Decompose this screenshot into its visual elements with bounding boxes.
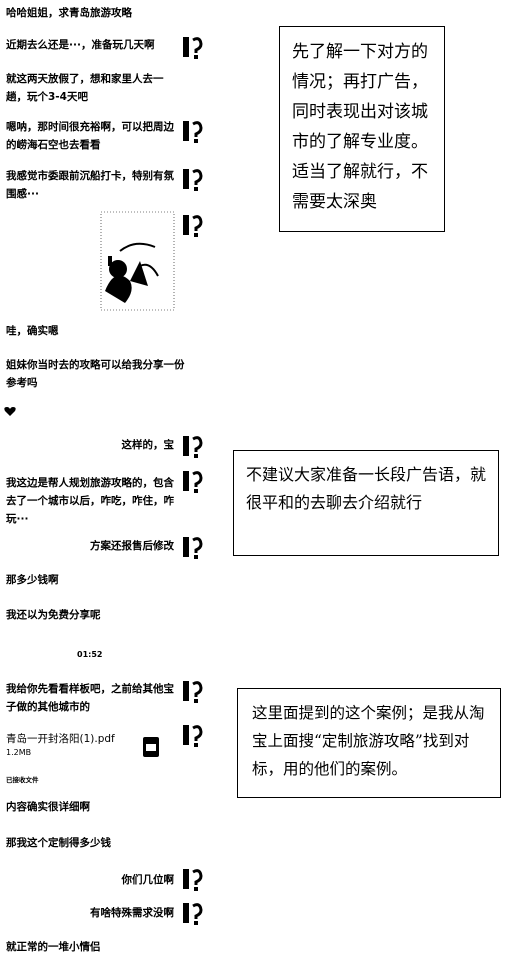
file-size: 1.2MB	[6, 748, 32, 757]
message-left: 姐妹你当时去的攻略可以给我分享一份参考吗	[6, 359, 185, 389]
avatar-icon	[183, 869, 203, 891]
message-right: 这样的，宝	[121, 439, 175, 451]
avatar-icon	[183, 215, 203, 237]
message-right: 嗯呐，那时间很充裕啊，可以把周边的崂海石空也去看看	[6, 121, 174, 151]
heart-icon	[4, 407, 16, 416]
avatar-icon	[183, 37, 203, 59]
message-left: 那我这个定制得多少钱	[6, 837, 111, 849]
pdf-file-icon[interactable]	[143, 737, 159, 757]
file-name[interactable]: 青岛一开封洛阳(1).pdf	[6, 733, 115, 745]
annotation-note: 这里面提到的这个案例；是我从淘宝上面搜“定制旅游攻略”找到对标，用的他们的案例。	[237, 688, 501, 798]
avatar-icon	[183, 121, 203, 143]
message-left: 哇，确实嗯	[6, 325, 59, 337]
annotation-note: 先了解一下对方的情况；再打广告，同时表现出对该城市的了解专业度。适当了解就行，不…	[279, 26, 445, 232]
annotation-note: 不建议大家准备一长段广告语，就很平和的去聊去介绍就行	[233, 450, 499, 556]
message-left: 就这两天放假了，想和家里人去一趟，玩个3-4天吧	[6, 73, 164, 103]
message-right: 有啥特殊需求没啊	[90, 907, 174, 919]
avatar-icon	[183, 681, 203, 703]
message-right: 方案还报售后修改	[90, 540, 174, 552]
avatar-icon	[183, 169, 203, 191]
shared-photo[interactable]	[100, 211, 175, 311]
avatar-icon	[183, 725, 203, 747]
message-left: 我还以为免费分享呢	[6, 609, 101, 621]
avatar-icon	[183, 537, 203, 559]
message-left: 那多少钱啊	[6, 574, 59, 586]
message-right: 我感觉市委跟前沉船打卡，特别有氛围感···	[6, 170, 174, 200]
avatar-icon	[183, 436, 203, 458]
message-right: 我给你先看看样板吧，之前给其他宝子做的其他城市的	[6, 683, 174, 713]
message-right: 你们几位啊	[121, 874, 175, 886]
message-right: 近期去么还是···，准备玩几天啊	[6, 39, 155, 51]
message-left: 就正常的一堆小情侣	[6, 941, 101, 953]
avatar-icon	[183, 471, 203, 493]
file-status: 已接收文件	[6, 776, 39, 784]
avatar-icon	[183, 903, 203, 925]
timestamp: 01:52	[77, 650, 103, 659]
message-left: 哈哈姐姐，求青岛旅游攻略	[6, 7, 132, 19]
message-left: 内容确实很详细啊	[6, 801, 90, 813]
message-right: 我这边是帮人规划旅游攻略的，包含去了一个城市以后，咋吃，咋住，咋玩···	[6, 477, 174, 525]
